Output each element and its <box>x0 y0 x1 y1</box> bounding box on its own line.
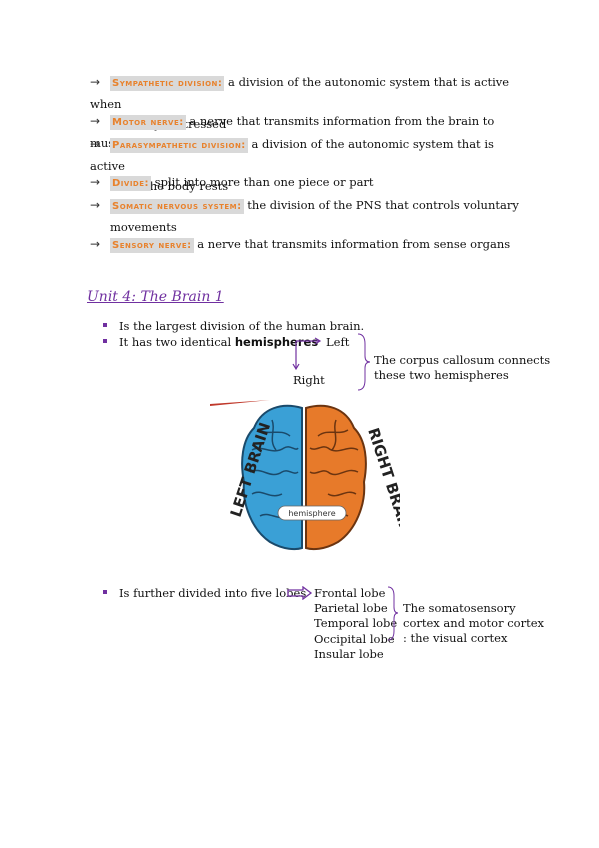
term-label: Parasympathetic division: <box>110 138 248 153</box>
lobe-note-3: : the visual cortex <box>403 631 508 645</box>
bullet-largest-division: Is the largest division of the human bra… <box>103 318 364 334</box>
term-label: Motor nerve: <box>110 115 186 130</box>
lobes-brace-icon <box>387 586 399 641</box>
right-label: Right <box>293 373 325 387</box>
term-label: Divide: <box>110 176 152 191</box>
definition-divide: → Divide: split into more than one piece… <box>90 172 530 194</box>
arrow-icon: → <box>90 75 101 89</box>
arrow-icon: → <box>90 198 101 212</box>
lobe-insular: Insular lobe <box>314 647 384 661</box>
definition-text: the division of the PNS that controls vo… <box>243 198 519 212</box>
lobe-note-2: cortex and motor cortex <box>403 616 545 630</box>
definition-text: a nerve that transmits information from … <box>193 237 511 251</box>
hemispheres-bold: hemispheres <box>234 335 319 349</box>
corpus-note-line2: these two hemispheres <box>374 368 509 382</box>
lobe-occipital: Occipital lobe <box>314 632 395 646</box>
arrow-icon: → <box>90 137 101 151</box>
definition-continuation: movements <box>110 220 177 234</box>
bullet-five-lobes: Is further divided into five lobes <box>103 585 306 601</box>
left-brain-folds <box>249 419 299 519</box>
lobe-parietal: Parietal lobe <box>314 601 388 615</box>
definition-text: a division of the autonomic system that … <box>90 137 494 173</box>
hemisphere-label-pill <box>277 505 347 521</box>
term-label: Somatic nervous system: <box>110 199 244 214</box>
arrow-icon: → <box>90 114 101 128</box>
right-brain-text: RIGHT BRAIN <box>364 426 400 536</box>
definition-somatic: → Somatic nervous system: the division o… <box>90 195 530 237</box>
right-hemisphere-shape <box>305 404 367 551</box>
definition-text: a division of the autonomic system that … <box>90 75 510 111</box>
double-arrow-icon <box>287 586 313 600</box>
hemisphere-label: hemisphere <box>288 509 335 518</box>
bullet-square-icon <box>103 323 107 327</box>
brace-icon <box>357 333 371 391</box>
arrow-icon: → <box>90 175 101 189</box>
left-right-arrow-diagram <box>292 337 322 371</box>
bullet-text: Is further divided into five lobes <box>119 586 307 600</box>
term-label: Sensory nerve: <box>110 238 194 253</box>
unit-heading: Unit 4: The Brain 1 <box>87 289 224 305</box>
lobe-temporal: Temporal lobe <box>314 616 398 630</box>
term-label: Sympathetic division: <box>110 76 225 91</box>
definition-text: split into more than one piece or part <box>151 175 374 189</box>
brain-image: hemisphere LEFT BRAIN RIGHT BRAIN <box>210 400 400 551</box>
corpus-note-line1: The corpus callosum connects <box>374 353 551 367</box>
definition-parasympathetic: → Parasympathetic division: a division o… <box>90 134 530 196</box>
lobe-note-1: The somatosensory <box>403 601 516 615</box>
bullet-square-icon <box>103 590 107 594</box>
left-label: Left <box>326 335 350 349</box>
arrow-icon: → <box>90 237 101 251</box>
bullet-hemispheres: It has two identical hemispheres <box>103 334 318 350</box>
decorative-stroke <box>210 400 270 406</box>
bullet-text: Is the largest division of the human bra… <box>119 319 365 333</box>
bullet-square-icon <box>103 339 107 343</box>
definition-sensory-nerve: → Sensory nerve: a nerve that transmits … <box>90 234 530 256</box>
bullet-text: It has two identical <box>119 335 235 349</box>
lobe-frontal: Frontal lobe <box>314 586 386 600</box>
